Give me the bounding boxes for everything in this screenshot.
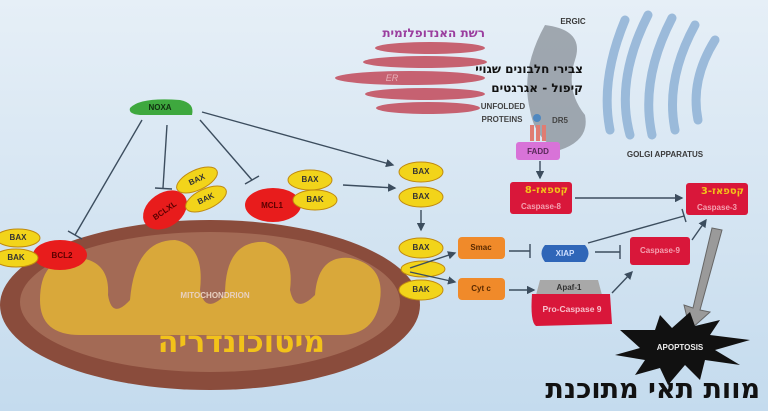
cytc-box (458, 278, 505, 300)
bcl2-bax-label: BAX (10, 233, 28, 242)
xiap-shape (541, 245, 589, 262)
grey-arrow-to-apoptosis (683, 227, 723, 331)
apaf1-shape (536, 280, 602, 295)
caspase-8-box (510, 182, 572, 214)
proteins-label: PROTEINS (482, 115, 524, 124)
bcl2-shape (33, 240, 87, 270)
procaspase9-label: Pro-Caspase 9 (542, 304, 601, 314)
smac-label: Smac (470, 243, 492, 252)
er-hebrew-title: רשת האנדופלזמית (382, 26, 485, 40)
ergic-shape (527, 25, 586, 150)
caspase-8-hebrew: קספאז-8 (525, 185, 568, 196)
bax-free-1: BAX (413, 167, 431, 176)
caspase-9-box (630, 237, 690, 265)
caspase-9-label: Caspase-9 (640, 246, 681, 255)
apoptosis-label: APOPTOSIS (657, 343, 704, 352)
noxa-label: NOXA (148, 103, 171, 112)
mitochondria-hebrew: מיטוכונדריה (158, 325, 325, 360)
dr5-receptor (530, 125, 546, 141)
mcl1-bax-label: BAX (302, 175, 320, 184)
aggregates-hebrew-line1: צבירי חלבונים שגויי (475, 62, 583, 76)
mcl1-bak-label: BAK (306, 195, 324, 204)
cytc-label: Cyt c (471, 284, 491, 293)
unfolded-label: UNFOLDED (481, 102, 526, 111)
mitochondrion-label: MITOCHONDRION (180, 291, 249, 300)
dr5-label: DR5 (552, 116, 569, 125)
bak-pore: BAK (412, 285, 430, 294)
bax-pore-1: BAX (413, 243, 431, 252)
procaspase9-box (531, 294, 612, 326)
unfolded-protein-icon (533, 114, 541, 122)
caspase-8-label: Caspase-8 (521, 202, 562, 211)
fadd-label: FADD (527, 147, 549, 156)
mcl1-shape (245, 188, 301, 222)
er-label: ER (386, 73, 399, 83)
bclxl-shape (143, 190, 187, 230)
apaf1-label: Apaf-1 (557, 283, 582, 292)
programmed-death-hebrew: מוות תאי מתוכנת (545, 374, 760, 405)
mitochondrion-cristae (40, 240, 381, 335)
caspase-3-hebrew: קספאז-3 (701, 186, 744, 197)
bax-free-2: BAX (413, 192, 431, 201)
fadd-box (516, 142, 560, 160)
caspase-3-box (686, 183, 748, 215)
apoptosis-burst (615, 312, 750, 385)
aggregates-hebrew-line2: קיפול - אגרגטים (491, 81, 583, 95)
xiap-label: XIAP (556, 249, 575, 258)
bcl2-bak-label: BAK (7, 253, 25, 262)
noxa-shape (129, 99, 193, 115)
bcl2-label: BCL2 (52, 251, 73, 260)
endoplasmic-reticulum (335, 42, 487, 114)
smac-box (458, 237, 505, 259)
golgi-label: GOLGI APPARATUS (627, 150, 704, 159)
ergic-label: ERGIC (560, 17, 586, 26)
mcl1-label: MCL1 (261, 201, 283, 210)
golgi-apparatus (602, 10, 720, 140)
caspase-3-label: Caspase-3 (697, 203, 738, 212)
